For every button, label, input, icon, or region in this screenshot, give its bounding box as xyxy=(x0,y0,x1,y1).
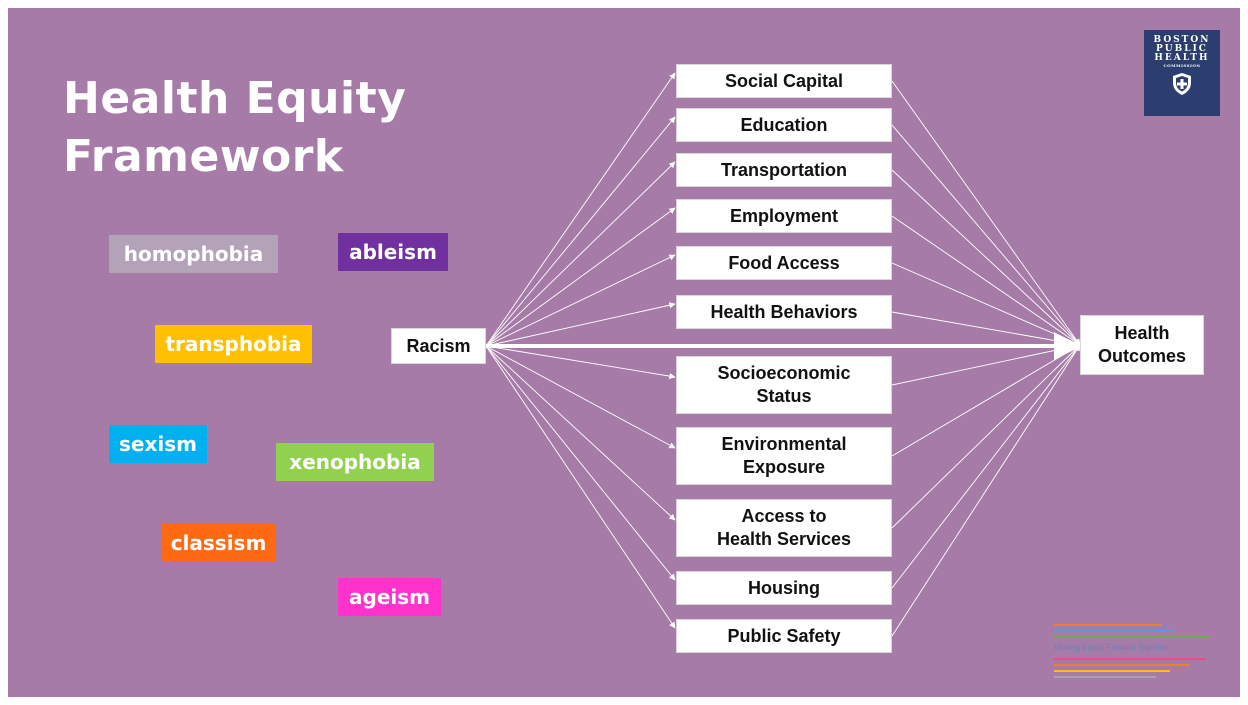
logo-stripe xyxy=(1054,658,1206,660)
factor-education: Education xyxy=(676,108,892,142)
logo-stripe xyxy=(1054,670,1170,672)
ism-label: classism xyxy=(170,531,267,555)
shield-icon xyxy=(1173,73,1191,95)
factor-label: Health Behaviors xyxy=(710,301,858,322)
arrow-racism-to-employment xyxy=(485,207,676,347)
ism-xenophobia: xenophobia xyxy=(276,443,434,481)
arrow-education-to-outcomes xyxy=(891,124,1081,346)
ism-sexism: sexism xyxy=(109,425,207,463)
arrow-food-access-to-outcomes xyxy=(891,262,1081,346)
ism-transphobia: transphobia xyxy=(155,325,312,363)
title-line-1: Health Equity xyxy=(63,73,407,124)
arrow-housing-to-outcomes xyxy=(891,344,1081,589)
logo-line-1: BOSTON xyxy=(1153,35,1211,45)
ism-label: homophobia xyxy=(123,242,264,266)
arrow-racism-to-social-capital xyxy=(485,72,676,347)
factor-health-behaviors: Health Behaviors xyxy=(676,295,892,329)
logo-stripe xyxy=(1054,636,1210,638)
factor-label-line-1: Environmental xyxy=(721,434,847,454)
logo-stripe xyxy=(1054,664,1190,666)
ism-label: xenophobia xyxy=(289,450,421,474)
slide: Health Equity Framework homophobia ablei… xyxy=(8,8,1240,697)
logo-stripe xyxy=(1054,676,1156,678)
factor-label: Social Capital xyxy=(724,70,844,91)
factor-social-capital: Social Capital xyxy=(676,64,892,98)
arrow-racism-to-education xyxy=(485,116,676,347)
factor-transportation: Transportation xyxy=(676,153,892,187)
logo-line-2: PUBLIC xyxy=(1156,44,1208,54)
factor-access-to-health-services: Access to Health Services xyxy=(676,499,892,557)
factor-label-line-2: Health Services xyxy=(716,529,852,549)
factor-employment: Employment xyxy=(676,199,892,233)
arrow-racism-to-food-access xyxy=(485,254,676,347)
factor-label-line-2: Exposure xyxy=(742,457,826,477)
arrow-racism-to-environmental-exposure xyxy=(485,345,676,449)
ism-ableism: ableism xyxy=(338,233,448,271)
arrow-social-capital-to-outcomes xyxy=(891,80,1081,346)
factor-socioeconomic-status: Socioeconomic Status xyxy=(676,356,892,414)
factor-public-safety: Public Safety xyxy=(676,619,892,653)
ism-homophobia: homophobia xyxy=(109,235,278,273)
factor-food-access: Food Access xyxy=(676,246,892,280)
arrow-racism-to-access-to-health-services xyxy=(485,345,676,521)
logo-stripe xyxy=(1054,630,1176,632)
factor-label: Education xyxy=(740,114,828,135)
arrow-transportation-to-outcomes xyxy=(891,169,1081,346)
arrow-racism-to-health-behaviors xyxy=(485,302,676,347)
moving-equity-logo: Moving Equity Forward Together xyxy=(1054,622,1234,682)
ism-label: sexism xyxy=(119,432,197,456)
factor-label: Employment xyxy=(729,205,839,226)
title-line-2: Framework xyxy=(63,131,344,182)
ism-label: transphobia xyxy=(165,332,302,356)
arrow-racism-to-housing xyxy=(485,345,676,581)
arrow-racism-to-public-safety xyxy=(485,345,676,629)
logo-stripe xyxy=(1054,624,1162,626)
factor-label: Housing xyxy=(748,577,820,598)
factor-label: Public Safety xyxy=(727,625,841,646)
tagline: Moving Equity Forward Together xyxy=(1054,643,1170,652)
ism-label: ageism xyxy=(349,585,430,609)
arrow-racism-to-transportation xyxy=(485,161,676,347)
logo-line-3: HEALTH xyxy=(1154,53,1210,63)
arrow-layer xyxy=(485,72,1082,637)
arrow-access-to-health-services-to-outcomes xyxy=(891,344,1081,529)
factor-environmental-exposure: Environmental Exposure xyxy=(676,427,892,485)
factor-housing: Housing xyxy=(676,571,892,605)
arrow-environmental-exposure-to-outcomes xyxy=(891,344,1081,457)
arrow-socioeconomic-status-to-outcomes xyxy=(891,343,1081,386)
factor-label-line-2: Status xyxy=(756,386,812,406)
factor-label-line-1: Socioeconomic xyxy=(717,363,851,383)
health-outcomes-box: Health Outcomes xyxy=(1080,315,1204,375)
factor-label-line-1: Access to xyxy=(741,506,827,526)
outcome-label-line-2: Outcomes xyxy=(1097,346,1187,366)
factor-label: Transportation xyxy=(720,159,847,180)
slide-title: Health Equity Framework xyxy=(63,70,406,186)
ism-label: ableism xyxy=(349,240,437,264)
logo-subtitle: COMMISSION xyxy=(1163,63,1201,68)
outcome-label-line-1: Health xyxy=(1114,323,1170,343)
ism-ageism: ageism xyxy=(338,578,441,616)
arrow-public-safety-to-outcomes xyxy=(891,344,1081,637)
factor-label: Food Access xyxy=(728,252,840,273)
racism-box: Racism xyxy=(391,328,486,364)
ism-classism: classism xyxy=(161,524,276,562)
bphc-logo: BOSTON PUBLIC HEALTH COMMISSION xyxy=(1144,30,1220,116)
arrow-racism-to-socioeconomic-status xyxy=(485,345,676,380)
arrow-employment-to-outcomes xyxy=(891,215,1081,346)
racism-label: Racism xyxy=(406,335,471,356)
arrow-health-behaviors-to-outcomes xyxy=(891,311,1081,348)
